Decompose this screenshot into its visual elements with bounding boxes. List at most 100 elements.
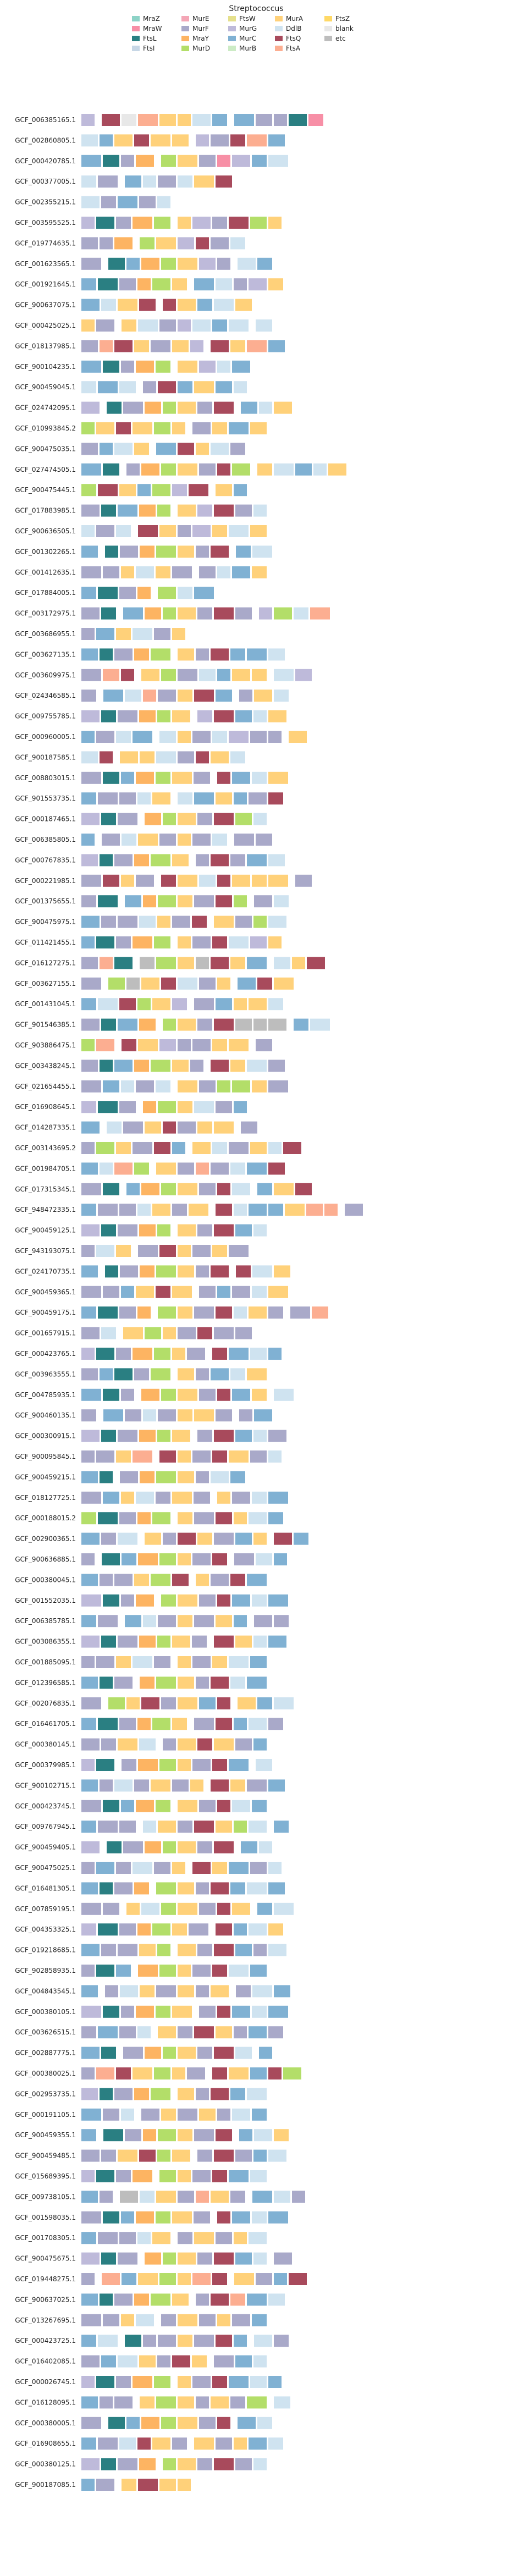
gene-block-ddlb [268,1862,282,1874]
gene-block-murf [100,2396,113,2409]
gene-block-mura [217,1491,230,1504]
gene-block-etc [253,1018,267,1031]
gene-block-ftsq [268,1162,285,1175]
gene-block-murf [158,2335,176,2347]
gene-block-mura [178,2129,192,2142]
gene-block-murd [156,1882,176,1895]
gene-block-murf [268,1718,283,1730]
gene-block-mura [138,1039,158,1051]
gene-block-ftsl [102,1553,120,1565]
gene-block-ftsq [217,771,230,784]
gene-block-murf [217,2108,230,2121]
gene-block-mura [81,319,95,332]
gene-block-murf [254,1615,272,1628]
row-label: GCF_009738105.1 [15,2193,76,2200]
gene-block-murf [194,2335,214,2347]
gene-block-ftsq [268,2067,282,2079]
row-label: GCF_000379985.1 [15,1761,76,1769]
gene-track-row: GCF_003595525.1 [15,217,282,229]
gene-block-mray [137,1512,151,1525]
gene-block-murg [81,217,95,229]
gene-block-ddlb [249,1923,267,1936]
gene-block-ftsa [103,669,119,681]
gene-block-murf [236,1985,251,1998]
gene-block-murc [81,2191,98,2203]
gene-block-murg [178,319,191,332]
gene-block-murf [192,1450,211,1463]
gene-block-murf [214,1532,234,1545]
gene-block-ddlb [136,566,154,578]
gene-track-row: GCF_002887775.1 [15,2047,272,2059]
gene-block-murf [101,1944,116,1956]
gene-block-murf [230,2191,245,2203]
gene-block-murd [159,1553,176,1565]
gene-block-murc [247,1162,267,1175]
gene-block-murc [295,463,312,476]
row-label: GCF_003595525.1 [15,219,76,227]
gene-block-mura [116,628,131,640]
gene-block-murf [196,1985,209,1998]
gene-block-mura [157,915,170,928]
gene-block-ftsa [100,340,113,352]
gene-block-ftsq [211,1779,229,1792]
gene-block-murc [178,381,192,394]
gene-track-row: GCF_000380045.1 [15,1574,267,1586]
gene-block-ftsq [138,2479,158,2491]
gene-block-ddlb [268,1142,282,1154]
row-label: GCF_019448275.1 [15,2275,76,2283]
gene-block-mura [172,1430,190,1442]
gene-block-mray [134,854,149,867]
gene-block-murf [230,443,245,455]
gene-track-row: GCF_002860805.1 [15,134,285,147]
gene-block-murf [178,2108,197,2121]
gene-track-row: GCF_003627135.1 [15,648,285,661]
gene-block-murf [81,1142,95,1154]
gene-block-murg [81,1594,101,1607]
gene-block-ddlb [274,1697,294,1709]
gene-block-murd [159,1759,176,1771]
gene-block-mura [178,2252,196,2265]
gene-block-ddlb [98,2335,118,2347]
gene-block-murc [103,689,123,702]
gene-block-murf [101,915,116,928]
gene-block-murc [81,2335,96,2347]
gene-block-murc [103,1491,119,1504]
gene-block-murc [268,340,285,352]
gene-block-murf [81,2417,101,2429]
row-label: GCF_003143695.2 [15,1144,76,1152]
gene-block-ftsq [161,977,176,990]
gene-block-murf [158,1615,176,1628]
row-label: GCF_000767835.1 [15,856,76,864]
gene-block-ftsl [107,1841,122,1854]
gene-block-ftsq [211,957,229,969]
row-label: GCF_000380005.1 [15,2419,76,2427]
gene-block-mura [178,2170,191,2182]
gene-block-mray [141,463,159,476]
gene-track-row: GCF_900459215.1 [15,1471,245,1483]
gene-block-mura [178,731,191,743]
gene-block-ddlb [119,2437,136,2450]
gene-block-mray [133,936,152,948]
gene-block-ddlb [268,1450,282,1463]
gene-block-mura [178,463,197,476]
gene-block-mura [235,299,252,311]
gene-block-ftsq [139,2149,156,2162]
gene-block-ftsq [212,936,227,948]
gene-block-murf [178,2191,194,2203]
gene-block-murc [252,2108,267,2121]
row-label: GCF_015689395.1 [15,2172,76,2180]
row-label: GCF_900475035.1 [15,445,76,453]
gene-track-row: GCF_000188015.2 [15,1512,283,1525]
gene-block-mura [268,278,283,291]
gene-block-ddlb [137,2232,151,2244]
gene-block-mura [254,689,272,702]
gene-block-murf [192,834,211,846]
gene-block-mray [133,217,152,229]
gene-block-murf [268,1060,285,1072]
gene-block-ddlb [274,463,294,476]
gene-block-murf [187,1348,205,1360]
legend-label-etc: etc [335,35,346,42]
gene-block-murf [138,1245,158,1257]
gene-block-ddlb [252,1265,272,1278]
gene-block-murf [114,1676,133,1689]
